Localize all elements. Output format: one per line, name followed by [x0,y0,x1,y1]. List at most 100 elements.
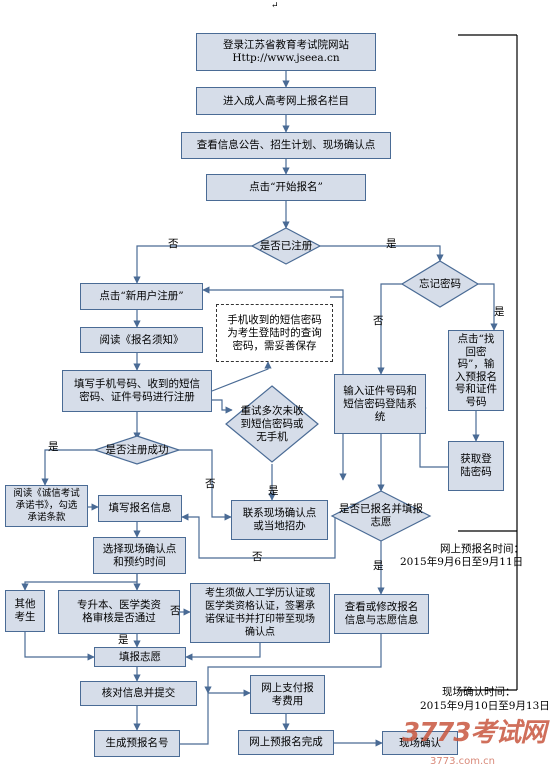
node-text-line: 点击“开始报名” [249,181,323,193]
node-text-line: 确认点 [245,627,275,638]
node-text-line: 生成预报名号 [105,737,169,749]
read-pledge-box: 阅读《诚信考试承诺书》，勾选承诺条款 [5,485,88,527]
node-text-line: 阅读《诚信考试 [13,488,80,499]
fill-info-box: 填写报名信息 [98,495,182,522]
node-text-line: 是否已注册 [259,239,313,252]
edge-label-yes: 是 [386,238,397,250]
other-examinee-box: 其他考生 [5,590,45,632]
view-modify-box: 查看或修改报名信息与志愿信息 [334,594,429,634]
node-text-line: 阅读《报名须知》 [99,333,184,346]
get-password-box: 获取登陆密码 [448,441,504,491]
forgot-password-question: 忘记密码 [402,276,478,292]
node-text-line: 输入证件号码和 [343,384,417,397]
click-start-box: 点击“开始报名” [206,174,366,201]
node-text-line: 信息与志愿信息 [344,614,419,626]
special-review-box: 专升本、医学类资格审核是否通过 [58,590,180,634]
node-text-line: 承诺条款 [27,512,66,523]
enter-column-box: 进入成人高考网上报名栏目 [196,87,376,115]
contact-office-box: 联系现场确认点或当地招办 [231,500,328,540]
read-notice-box: 阅读《报名须知》 [80,327,203,353]
node-text-line: 重试多次未 [240,404,294,417]
edge-label-no: 否 [373,315,384,327]
decision-register-success [93,435,181,465]
fill-wish-box: 填报志愿 [94,647,186,667]
node-text-line: 选择现场确认点 [102,542,177,555]
node-text-line: 考生 [14,611,36,623]
node-text-line: 填写报名信息 [108,502,172,514]
node-text-line: 格审核是否通过 [82,612,156,624]
node-text-line: Http://www.jseea.cn [232,52,340,64]
node-text-line: 承诺书》，勾选 [15,500,78,511]
node-text-line: 陆密码 [460,466,492,478]
node-text-line: 手机收到的短信密码 [227,313,322,326]
manual-verification-box: 考生须做人工学历认证或医学类资格认证，签署承诺保证书并打印带至现场确认点 [190,583,330,643]
node-text-line: 查看或修改报名 [344,601,419,613]
new-user-register-box: 点击“新用户注册” [80,283,203,310]
node-text-line: 考生须做人工学历认证或 [205,588,315,599]
edge-label-no: 否 [170,605,181,617]
top-return-mark: ↵ [271,1,279,11]
decision-retry [225,385,319,463]
node-text-line: 或当地招办 [253,520,306,532]
sms-password-note: 手机收到的短信密码为考生登陆时的查询密码，需妥善保存 [216,304,333,362]
node-text-line: 收到短信密码 [240,404,304,430]
node-text-line: 短信密码登陆系 [343,397,417,410]
edge-label-no: 否 [252,551,263,563]
input-id-login-box: 输入证件号码和短信密码登陆系统 [334,374,426,434]
prereg-time-range: 2015年9月6日至9月11日 [400,556,524,568]
node-text-line: 网上支付报 [261,681,314,694]
fill-phone-box: 填写手机号码、收到的短信密码、证件号码进行注册 [62,370,212,412]
node-text-line: 统 [374,410,386,423]
node-text-line: 忘记密码 [419,277,461,290]
online-payment-box: 网上支付报考费用 [250,675,325,714]
edge-label-no: 否 [168,238,179,250]
confirm-time-title: 现场确认时间： [442,686,516,698]
edge-label-yes: 是 [494,306,505,318]
node-text-line: 为考生登陆时的查询 [227,326,322,339]
node-text-line: 号和证件 [455,383,497,395]
node-text-line: 查看信息公告、招生计划、现场确认点 [196,139,376,151]
node-text-line: 进入成人高考网上报名栏目 [223,94,349,107]
node-text-line: 点击“找 [457,333,495,345]
edge-label-yes: 是 [118,634,129,646]
node-text-line: 填报志愿 [370,503,424,528]
node-text-line: 是否注册成功 [105,443,169,456]
already-done-question: 是否已报名并填报志愿 [338,500,424,532]
retry-question: 重试多次未收到短信密码或无手机 [236,402,308,446]
node-text-line: 医学类资格认证，签署承 [205,601,315,612]
node-text-line: 网上预报名完成 [249,736,323,748]
edge-label-yes: 是 [373,560,384,572]
watermark-url: 3773.com.cn [430,756,495,767]
node-text-line: 和预约时间 [113,555,166,568]
confirm-time-range: 2015年9月10日至9月13日 [420,700,550,712]
node-text-line: 其他 [14,598,36,610]
node-text-line: 诺保证书并打印带至现场 [205,614,315,625]
select-point-box: 选择现场确认点和预约时间 [93,537,186,574]
node-text-line: 回密 [465,345,487,358]
generate-number-box: 生成预报名号 [94,730,180,757]
decision-registered [250,227,322,265]
node-text-line: 入预报名 [455,370,497,383]
view-info-box: 查看信息公告、招生计划、现场确认点 [181,132,391,159]
node-text-line: 填报志愿 [119,650,161,663]
node-text-line: 登录江苏省教育考试院网站 [223,39,349,51]
node-text-line: 专升本、医学类资 [77,599,161,611]
node-text-line: 或无手机 [256,417,304,443]
register-success-question: 是否注册成功 [95,443,179,457]
node-text-line: 现场确认 [399,736,441,749]
node-text-line: 密码，需妥善保存 [232,339,317,352]
node-text-line: 号码 [465,395,487,408]
node-text-line: 码”，输 [457,358,495,370]
edge-label-no: 否 [205,478,216,490]
prereg-time-title: 网上预报名时间： [440,543,524,555]
node-text-line: 联系现场确认点 [242,507,317,519]
decision-already-done [330,490,432,542]
edge-label-yes: 是 [268,485,279,497]
node-text-line: 密码、证件号码进行注册 [79,391,195,403]
node-text-line: 是否已报名并 [339,503,402,515]
node-text-line: 获取登 [460,453,492,465]
verify-submit-box: 核对信息并提交 [80,681,197,706]
find-password-box: 点击“找回密码”，输入预报名号和证件号码 [448,330,504,411]
